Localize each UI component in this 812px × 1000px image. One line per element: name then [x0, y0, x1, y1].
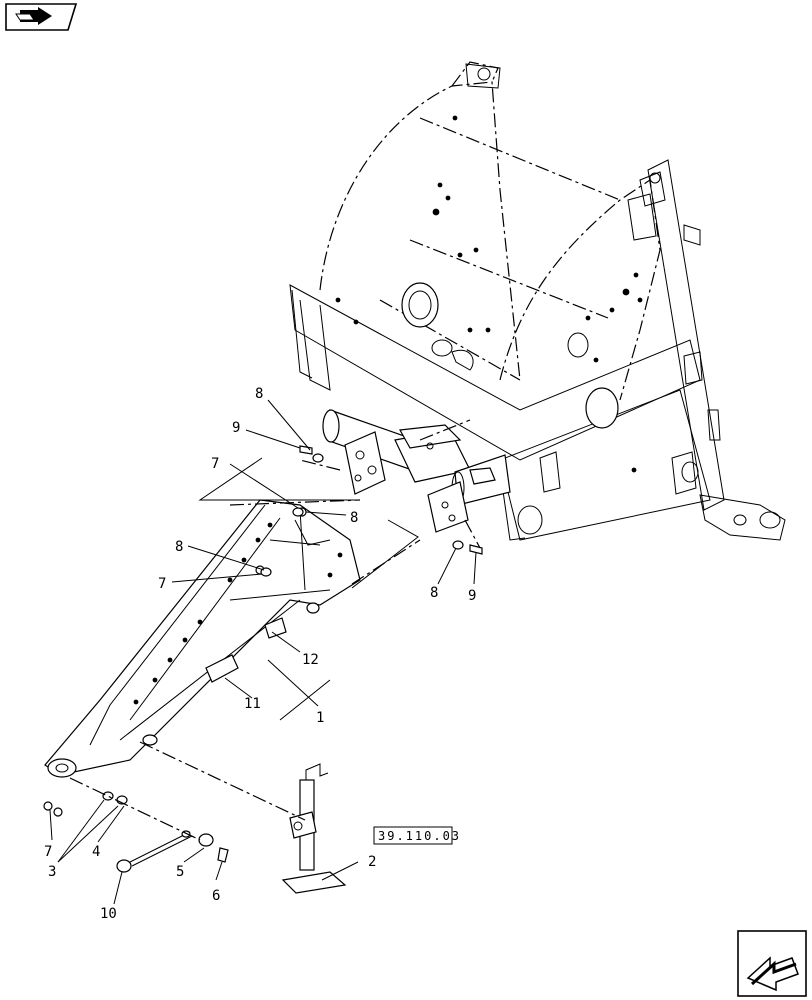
callout-9: 9 — [232, 420, 240, 436]
callout-5: 5 — [176, 864, 184, 880]
callout-11: 11 — [244, 696, 261, 712]
jack-stand — [281, 763, 347, 894]
callout-7: 7 — [44, 844, 52, 860]
callout-labels: 8 9 7 8 8 7 8 9 12 11 1 2 7 4 3 5 6 10 — [44, 386, 476, 922]
leader-lines — [49, 399, 477, 905]
callout-12: 12 — [302, 652, 319, 668]
callout-8: 8 — [255, 386, 263, 402]
callout-2: 2 — [368, 854, 376, 870]
callout-3: 3 — [48, 864, 56, 880]
callout-8: 8 — [430, 585, 438, 601]
book-arrow-icon[interactable] — [5, 3, 78, 31]
exploded-centerlines — [69, 419, 481, 841]
tongue-assembly — [44, 499, 361, 778]
section-reference-text: 39.110.03 — [378, 829, 461, 843]
callout-9: 9 — [468, 588, 476, 604]
next-page-arrow-icon[interactable] — [737, 930, 807, 997]
callout-6: 6 — [212, 888, 220, 904]
pivot-tube-assembly — [322, 409, 511, 533]
callout-7: 7 — [211, 456, 219, 472]
callout-8: 8 — [175, 539, 183, 555]
callout-7: 7 — [158, 576, 166, 592]
callout-8: 8 — [350, 510, 358, 526]
callout-4: 4 — [92, 844, 100, 860]
section-reference-link[interactable]: 39.110.03 — [373, 826, 461, 845]
baler-main-frame — [289, 61, 786, 541]
callout-10: 10 — [100, 906, 117, 922]
callout-1: 1 — [316, 710, 324, 726]
